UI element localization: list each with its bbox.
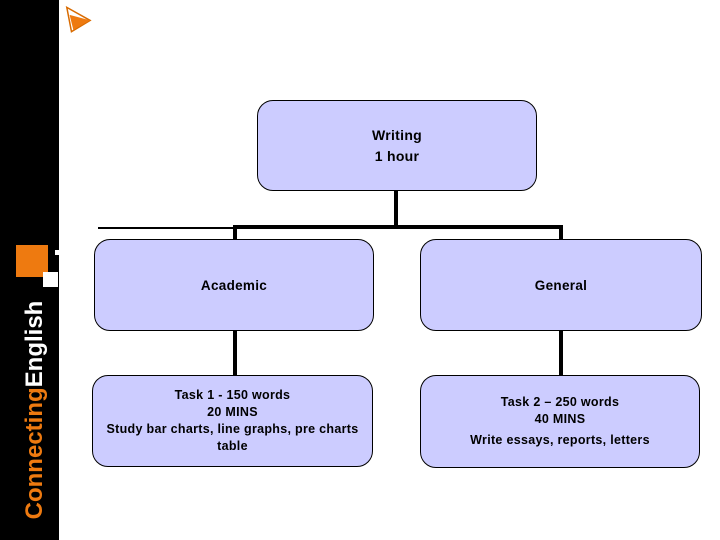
node-task2: Task 2 – 250 words 40 MINS Write essays,… [420,375,700,468]
brand-connecting-label: Connecting [21,387,48,520]
node-task1-line2: 20 MINS [207,405,258,419]
node-task2-line3: Write essays, reports, letters [470,433,650,447]
node-task2-line2: 40 MINS [534,412,586,426]
node-general-label: General [534,277,588,293]
connector-stub-right [559,225,563,239]
node-academic-label: Academic [200,277,268,293]
logo-orange-square [16,245,48,277]
connector-root-vertical [394,191,398,226]
node-task1-line4: table [217,439,248,453]
node-task1: Task 1 - 150 words 20 MINS Study bar cha… [92,375,373,467]
node-task2-line1: Task 2 – 250 words [500,395,620,409]
node-writing: Writing 1 hour [257,100,537,191]
logo-white-dot [55,250,60,255]
node-writing-line1: Writing [371,126,423,143]
logo-white-square [43,272,58,287]
connector-stub-left [233,225,237,239]
node-task1-line1: Task 1 - 150 words [174,388,291,402]
connector-thin-line [98,227,234,229]
connector-drop-right [559,331,563,375]
brand-wordmark: ConnectingEnglish [19,290,51,530]
node-task1-line3: Study bar charts, line graphs, pre chart… [106,422,359,436]
connector-horizontal [233,225,563,229]
node-writing-line2: 1 hour [374,147,420,164]
brand-sidebar: ConnectingEnglish [0,0,60,540]
connector-drop-left [233,331,237,375]
brand-english-label: English [21,300,48,388]
node-academic: Academic [94,239,374,331]
arrowhead-right-icon [65,6,92,33]
node-general: General [420,239,702,331]
